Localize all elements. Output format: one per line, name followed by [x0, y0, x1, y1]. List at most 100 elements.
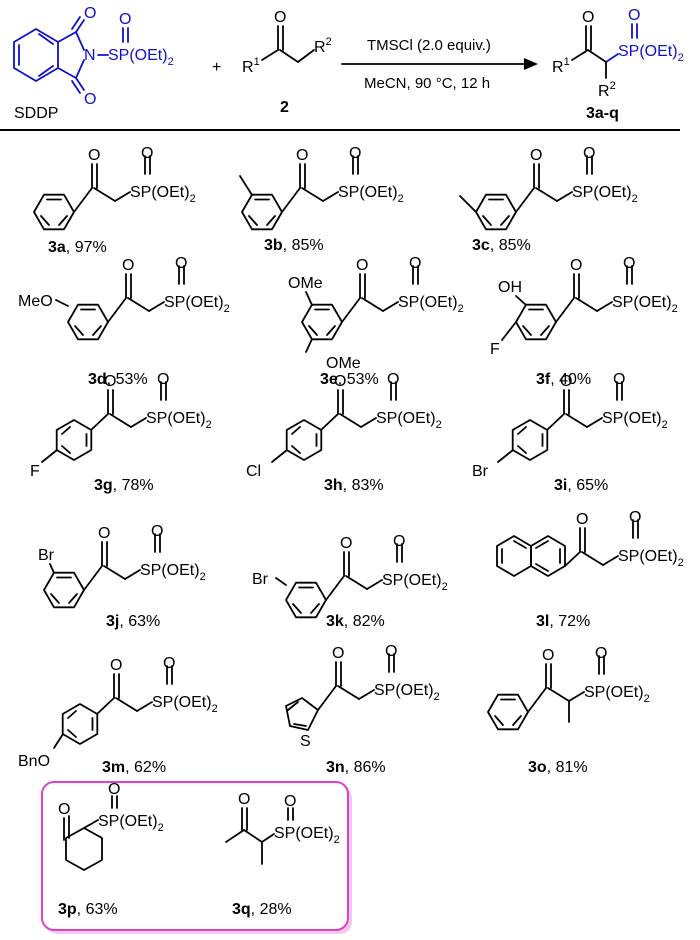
svg-text:SP(OEt)2: SP(OEt)2	[618, 548, 684, 569]
ketone-2: R1 O R2 2	[242, 9, 332, 116]
condition-top: TMSCl (2.0 equiv.)	[367, 37, 491, 54]
svg-text:SP(OEt)2: SP(OEt)2	[146, 410, 212, 431]
svg-text:O: O	[385, 643, 397, 660]
svg-text:R1: R1	[242, 56, 260, 76]
svg-text:OMe: OMe	[326, 355, 361, 372]
svg-text:SP(OEt)2: SP(OEt)2	[374, 682, 440, 703]
svg-text:O: O	[141, 145, 153, 162]
svg-text:SP(OEt)2: SP(OEt)2	[98, 813, 164, 834]
compound-3l: O SP(OEt)2 O	[496, 509, 684, 577]
caption-3i: 3i, 65%	[554, 477, 608, 494]
svg-text:O: O	[387, 371, 399, 388]
compound-3p: O SP(OEt)2 O	[58, 781, 164, 871]
svg-text:O: O	[613, 371, 625, 388]
svg-text:O: O	[98, 525, 110, 542]
product-label: 3a-q	[586, 105, 619, 122]
caption-3h: 3h, 83%	[324, 477, 384, 494]
svg-text:O: O	[332, 645, 344, 662]
svg-text:O: O	[393, 533, 405, 550]
caption-3a: 3a, 97%	[48, 239, 107, 256]
compound-3c: O SP(OEt)2 O	[459, 145, 638, 231]
caption-3b: 3b, 85%	[264, 237, 324, 254]
caption-3o: 3o, 81%	[528, 759, 588, 776]
sulfur-label: S	[300, 733, 311, 750]
svg-text:O: O	[409, 255, 421, 272]
svg-text:O: O	[623, 255, 635, 272]
svg-text:SP(OEt)2: SP(OEt)2	[398, 294, 464, 315]
svg-text:BnO: BnO	[18, 753, 50, 770]
compound-3i: Br O SP(OEt)2 O	[472, 371, 668, 480]
svg-text:O: O	[88, 147, 100, 164]
svg-text:O: O	[157, 371, 169, 388]
compound-3q: O SP(OEt)2 O	[225, 791, 340, 865]
svg-text:Br: Br	[38, 547, 55, 564]
svg-text:SP(OEt)2: SP(OEt)2	[274, 825, 340, 846]
svg-text:Br: Br	[252, 571, 269, 588]
svg-text:O: O	[104, 373, 116, 390]
svg-text:O: O	[576, 511, 588, 528]
svg-text:SP(OEt)2: SP(OEt)2	[338, 184, 404, 205]
svg-text:O: O	[108, 781, 120, 798]
svg-text:O: O	[122, 257, 134, 274]
condition-bottom: MeCN, 90 °C, 12 h	[364, 75, 490, 92]
svg-text:MeO: MeO	[18, 293, 53, 310]
sddp-reagent: O O N SP(OEt)2 O SDDP	[13, 5, 174, 122]
svg-text:O: O	[175, 255, 187, 272]
compound-3n: S O SP(OEt)2 O	[285, 643, 440, 750]
svg-text:SP(OEt)2: SP(OEt)2	[602, 410, 668, 431]
svg-text:O: O	[582, 9, 594, 26]
plus-sign: +	[212, 59, 221, 76]
svg-text:O: O	[628, 7, 640, 24]
compound-3g: F O SP(OEt)2 O	[30, 371, 212, 480]
caption-3f: 3f, 40%	[536, 371, 591, 388]
compound-3a: O SP(OEt)2 O	[33, 145, 196, 231]
caption-3g: 3g, 78%	[94, 477, 154, 494]
ketone-label: 2	[280, 99, 289, 116]
svg-text:O: O	[530, 147, 542, 164]
caption-3j: 3j, 63%	[106, 613, 160, 630]
caption-3p: 3p, 63%	[58, 901, 118, 918]
compound-3h: Cl O SP(OEt)2 O	[246, 371, 442, 480]
svg-text:O: O	[151, 523, 163, 540]
svg-text:O: O	[560, 373, 572, 390]
svg-text:O: O	[274, 9, 286, 26]
svg-text:O: O	[595, 645, 607, 662]
caption-3n: 3n, 86%	[326, 759, 386, 776]
caption-3c: 3c, 85%	[472, 237, 531, 254]
svg-text:Cl: Cl	[246, 463, 261, 480]
compound-3m: BnO O SP(OEt)2 O	[18, 655, 218, 770]
svg-text:SP(OEt)2: SP(OEt)2	[618, 43, 684, 64]
svg-text:SP(OEt)2: SP(OEt)2	[130, 184, 196, 205]
compound-3d: MeO O SP(OEt)2 O	[18, 255, 230, 341]
svg-text:O: O	[570, 257, 582, 274]
caption-3m: 3m, 62%	[102, 759, 166, 776]
svg-text:R2: R2	[314, 36, 332, 56]
svg-text:O: O	[238, 791, 250, 808]
reagent-name: SDDP	[14, 105, 58, 122]
svg-text:SP(OEt)2: SP(OEt)2	[376, 410, 442, 431]
svg-text:SP(OEt)2: SP(OEt)2	[152, 694, 218, 715]
caption-3q: 3q, 28%	[232, 901, 292, 918]
svg-text:F: F	[490, 341, 500, 358]
svg-text:O: O	[296, 147, 308, 164]
svg-text:SP(OEt)2: SP(OEt)2	[584, 684, 650, 705]
svg-text:O: O	[356, 257, 368, 274]
svg-text:O: O	[284, 793, 296, 810]
nitrogen-label: N	[84, 47, 96, 64]
svg-text:O: O	[58, 801, 70, 818]
compound-3e: OMe OMe O SP(OEt)2 O	[288, 255, 464, 372]
reagent-group-label: SP(OEt)2	[108, 47, 174, 68]
highlight-box	[41, 781, 349, 931]
svg-text:O: O	[542, 647, 554, 664]
svg-text:SP(OEt)2: SP(OEt)2	[572, 184, 638, 205]
caption-3d: 3d, 53%	[88, 371, 148, 388]
oxygen-label: O	[84, 91, 96, 108]
compound-3b: O SP(OEt)2 O	[239, 145, 404, 231]
svg-text:SP(OEt)2: SP(OEt)2	[140, 562, 206, 583]
svg-text:O: O	[340, 535, 352, 552]
svg-text:SP(OEt)2: SP(OEt)2	[164, 294, 230, 315]
svg-text:R1: R1	[552, 56, 570, 76]
caption-3k: 3k, 82%	[326, 613, 385, 630]
svg-text:OH: OH	[498, 279, 522, 296]
